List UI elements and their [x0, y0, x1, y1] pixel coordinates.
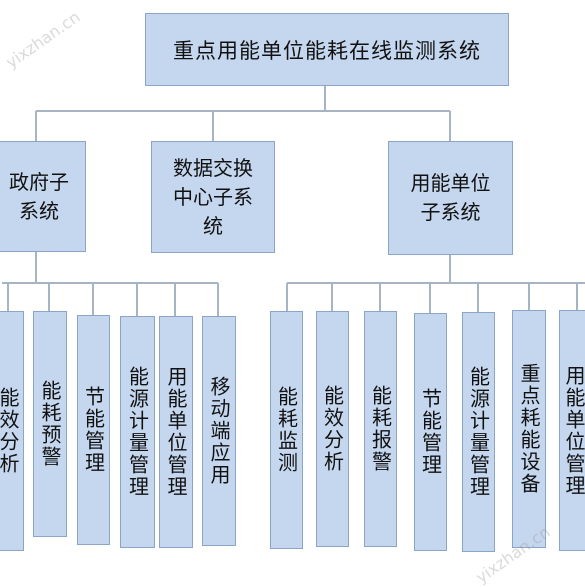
gov-module-unit-management: 用能单位管理: [159, 316, 193, 548]
gov-module-mobile-application: 移动端应用: [202, 316, 236, 546]
data-exchange-subsystem-label-line2: 中心子系: [173, 184, 253, 209]
data-exchange-subsystem-box: 数据交换 中心子系 统: [151, 141, 275, 253]
gov-module-metering-management: 能源计量管理: [120, 316, 155, 548]
unit-module-unit-management: 用能单位管理: [559, 310, 585, 551]
module-label: 能效分析: [320, 385, 345, 473]
energy-unit-subsystem-box: 用能单位 子系统: [388, 141, 513, 255]
unit-module-energy-efficiency-analysis: 能效分析: [316, 311, 349, 547]
module-label: 能耗报警: [368, 385, 393, 473]
energy-unit-subsystem-label-line2: 子系统: [420, 200, 481, 224]
data-exchange-subsystem-label-line3: 统: [203, 213, 223, 238]
gov-module-energy-efficiency-analysis: 能效分析: [0, 311, 24, 551]
module-label: 能源计量管理: [125, 366, 150, 498]
government-subsystem-box: 政府子 系统: [0, 141, 86, 252]
government-subsystem-label-line1: 政府子: [9, 169, 69, 194]
government-subsystem-label-line2: 系统: [19, 198, 59, 223]
module-label: 能耗监测: [274, 386, 299, 474]
module-label: 能效分析: [0, 387, 20, 475]
module-label: 重点耗能设备: [517, 363, 541, 495]
unit-module-metering-management: 能源计量管理: [462, 312, 495, 552]
module-label: 节能管理: [81, 386, 106, 474]
data-exchange-subsystem-label-line1: 数据交换: [173, 155, 253, 180]
energy-unit-subsystem-label-line1: 用能单位: [410, 171, 491, 195]
module-label: 节能管理: [418, 388, 443, 476]
gov-module-energy-saving-management: 节能管理: [77, 315, 110, 545]
module-label: 能源计量管理: [466, 366, 491, 498]
unit-module-energy-saving-management: 节能管理: [414, 313, 447, 551]
module-label: 能耗预警: [38, 380, 62, 468]
gov-module-consumption-warning: 能耗预警: [33, 311, 67, 537]
root-system-box: 重点用能单位能耗在线监测系统: [145, 13, 509, 86]
module-label: 移动端应用: [207, 376, 231, 486]
unit-module-key-energy-equipment: 重点耗能设备: [512, 310, 546, 548]
unit-module-consumption-alarm: 能耗报警: [364, 311, 397, 547]
root-system-title: 重点用能单位能耗在线监测系统: [173, 38, 481, 63]
unit-module-consumption-monitoring: 能耗监测: [270, 311, 303, 549]
module-label: 用能单位管理: [164, 366, 188, 498]
module-label: 用能单位管理: [562, 364, 585, 497]
